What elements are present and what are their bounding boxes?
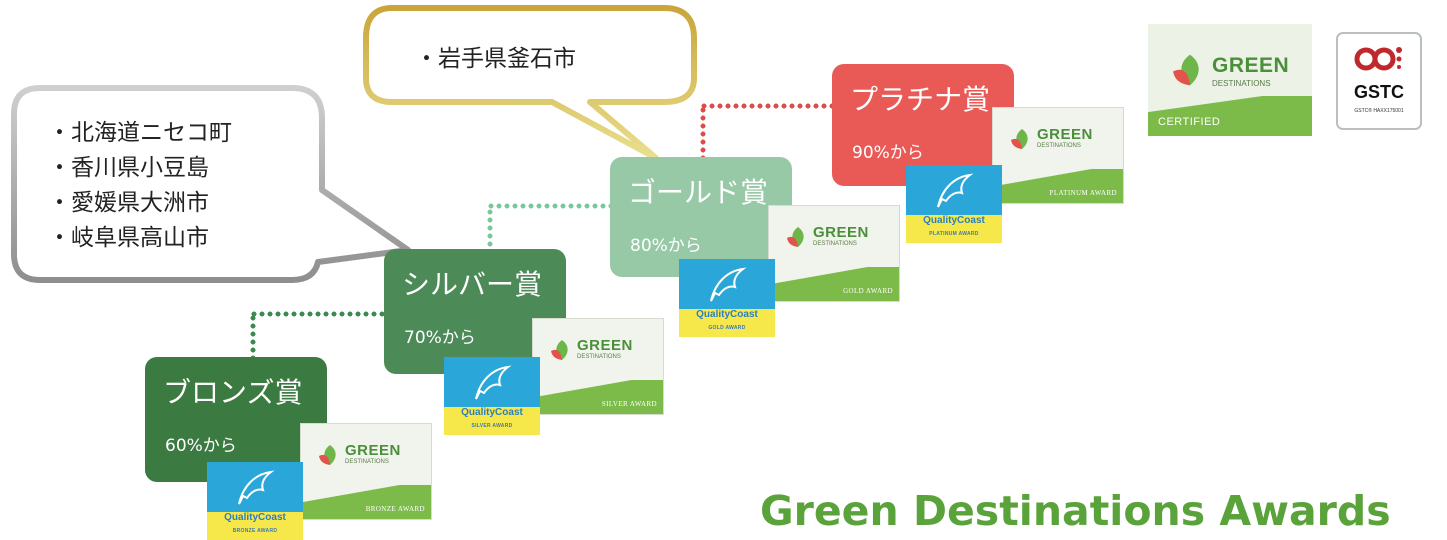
qc-card-bronze: QualityCoast BRONZE AWARD [207,462,303,540]
leaf-logo-icon [1173,54,1199,86]
silver-callout-text: ・北海道ニセコ町 ・香川県小豆島 ・愛媛県大洲市 ・岐阜県高山市 [48,116,232,256]
certified-label: CERTIFIED [1158,116,1221,128]
gstc-symbol-icon [1354,47,1402,71]
gstc-subtext: GSTC® HAXX175001 [1354,108,1404,114]
gd-card-silver: GREEN DESTINATIONS SILVER AWARD [532,318,664,415]
callout-item: ・香川県小豆島 [48,155,209,181]
award-threshold: 60%から [165,436,237,456]
dolphin-icon [238,470,275,505]
qc-card-title: QualityCoast [696,309,758,320]
leaf-logo-icon [787,227,804,247]
qc-card-title: QualityCoast [461,407,523,418]
connector-bronze-silver-v [250,314,256,360]
gd-card-bronze: GREEN DESTINATIONS BRONZE AWARD [300,423,432,520]
callout-item: ・愛媛県大洲市 [48,190,209,216]
connector-gold-platinum-v [700,106,706,158]
dolphin-icon [710,267,747,302]
qc-card-title: QualityCoast [923,215,985,226]
gstc-name: GSTC [1353,82,1404,102]
gd-card-subtitle: DESTINATIONS [345,459,389,465]
gd-card-title: GREEN [345,442,401,459]
qc-card-platinum: QualityCoast PLATINUM AWARD [906,165,1002,243]
award-name: ゴールド賞 [628,176,769,209]
award-gold: ゴールド賞 80%から [610,157,792,277]
green-destinations-certified-logo: GREEN DESTINATIONS CERTIFIED [1148,24,1312,136]
gd-card-gold: GREEN DESTINATIONS GOLD AWARD [768,205,900,302]
award-name: プラチナ賞 [850,83,991,116]
gd-card-platinum: GREEN DESTINATIONS PLATINUM AWARD [992,107,1124,204]
connector-gold-platinum-h [700,103,834,109]
qc-card-gold: QualityCoast GOLD AWARD [679,259,775,337]
award-silver: シルバー賞 70%から [384,249,566,374]
award-threshold: 80%から [630,236,702,256]
gd-card-subtitle: DESTINATIONS [577,354,621,360]
gd-card-subtitle: DESTINATIONS [1037,143,1081,149]
qc-card-silver: QualityCoast SILVER AWARD [444,357,540,435]
logo-subtitle: DESTINATIONS [1212,79,1271,88]
gd-card-title: GREEN [813,224,869,241]
dolphin-icon [475,365,512,400]
gd-card-title: GREEN [1037,126,1093,143]
leaf-logo-icon [551,340,568,360]
leaf-logo-icon [1011,129,1028,149]
connector-silver-gold-h [487,203,611,209]
gstc-logo: GSTC GSTC® HAXX175001 [1336,32,1422,130]
qc-card-level: BRONZE AWARD [232,528,278,534]
gd-card-level: GOLD AWARD [843,287,893,295]
callout-item: ・北海道ニセコ町 [48,120,232,146]
gold-callout-text: ・岩手県釜石市 [415,42,576,77]
qc-card-level: SILVER AWARD [471,423,513,429]
qc-card-level: PLATINUM AWARD [929,231,979,237]
award-name: シルバー賞 [402,268,543,301]
qc-card-level: GOLD AWARD [708,325,746,331]
gd-card-level: BRONZE AWARD [365,505,425,513]
gd-card-level: PLATINUM AWARD [1049,189,1117,197]
callout-item: ・岐阜県高山市 [48,225,209,251]
gd-card-level: SILVER AWARD [601,400,657,408]
award-threshold: 90%から [852,143,924,163]
qc-card-title: QualityCoast [224,512,286,523]
award-bronze: ブロンズ賞 60%から [145,357,327,482]
award-name: ブロンズ賞 [163,376,303,409]
callout-item: ・岩手県釜石市 [415,46,576,72]
gd-card-title: GREEN [577,337,633,354]
connector-silver-gold-v [487,208,493,250]
leaf-logo-icon [319,445,336,465]
award-threshold: 70%から [404,328,476,348]
gd-card-subtitle: DESTINATIONS [813,241,857,247]
page-title: Green Destinations Awards [760,487,1391,535]
logo-title: GREEN [1212,54,1290,77]
connector-bronze-silver-h [250,311,386,317]
dolphin-icon [937,173,974,208]
